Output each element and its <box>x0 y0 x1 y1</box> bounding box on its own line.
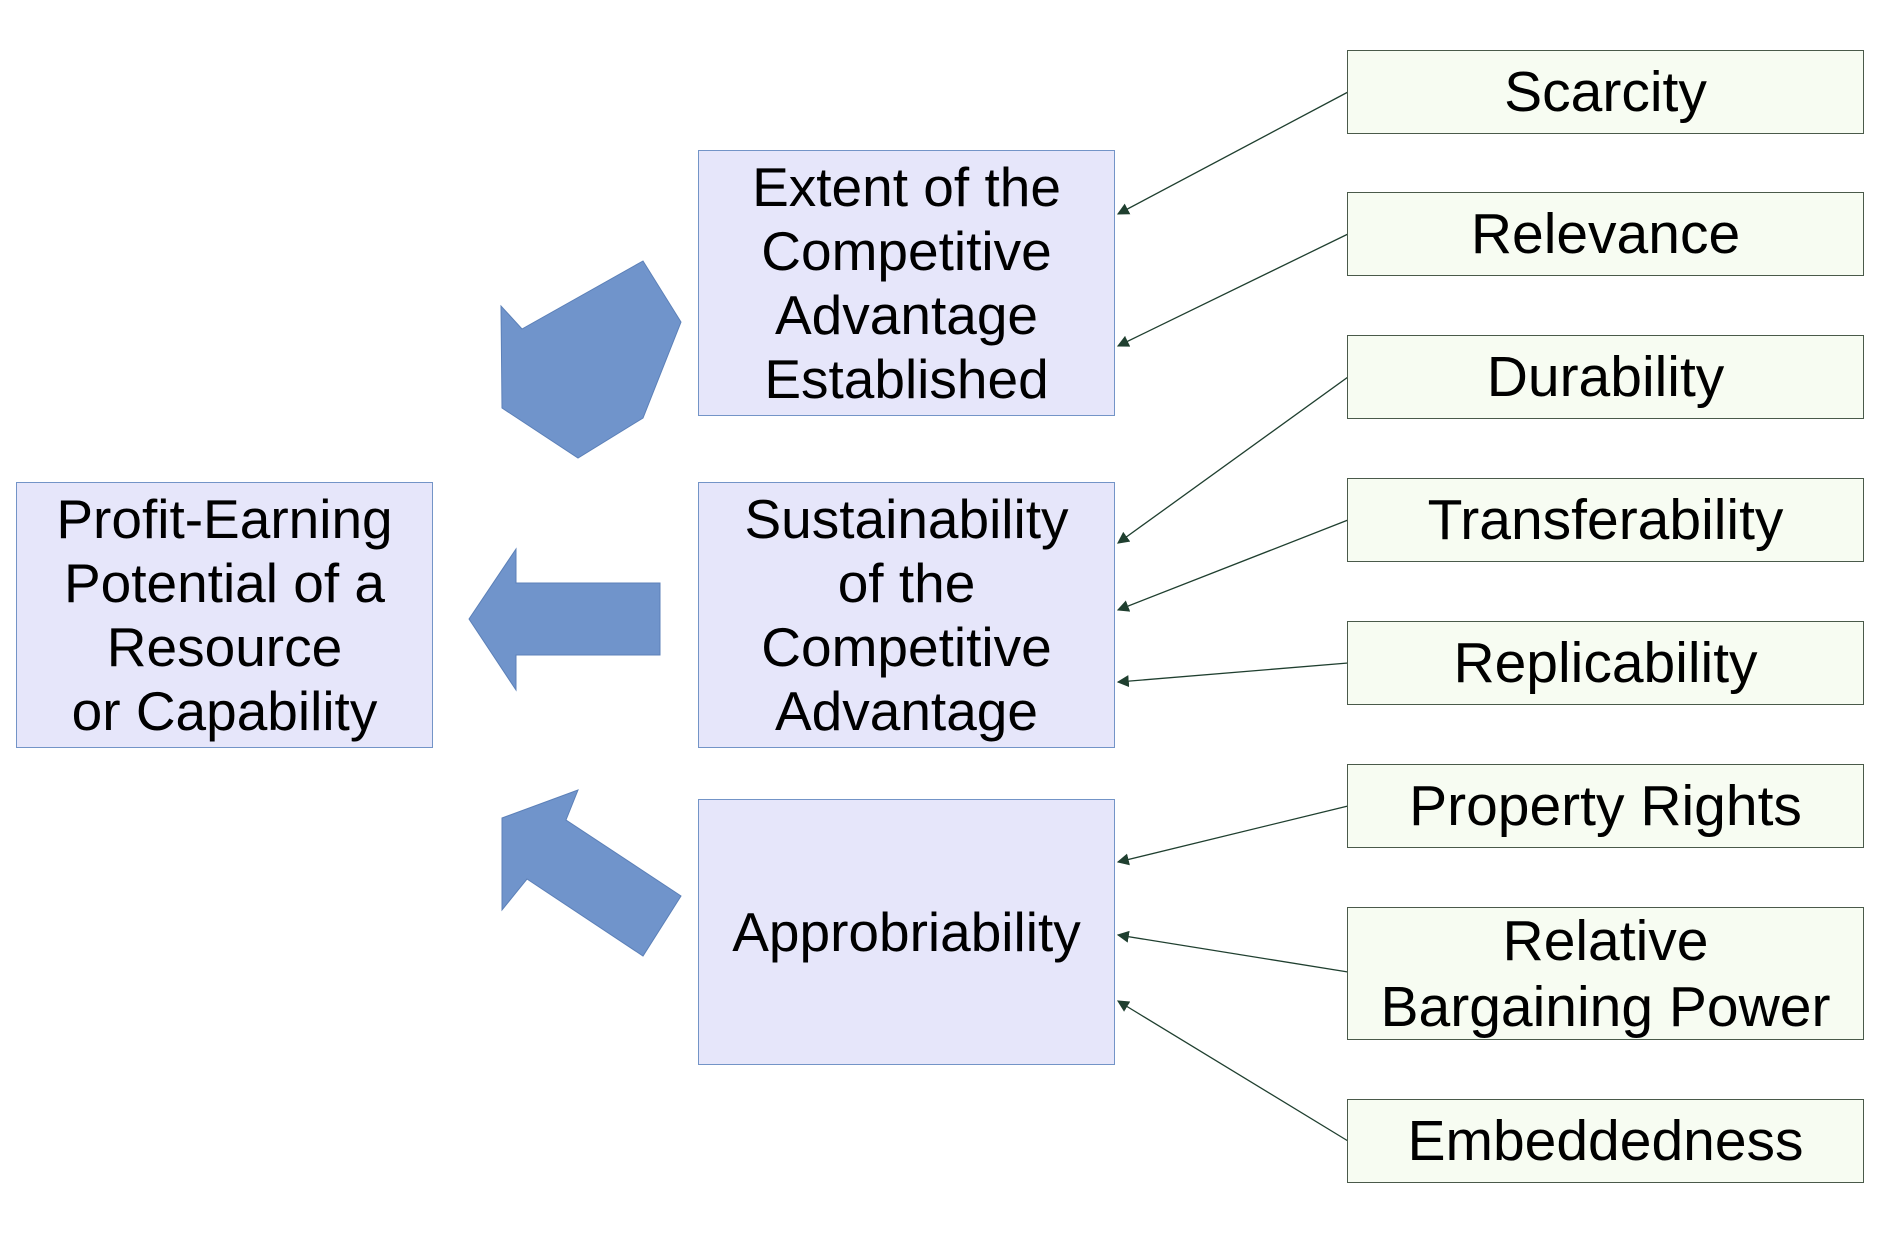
connector-durability <box>1117 376 1349 544</box>
connector-replicability <box>1116 662 1349 688</box>
profit-potential-box: Profit-Earning Potential of a Resource o… <box>16 482 433 748</box>
extent-box: Extent of the Competitive Advantage Esta… <box>698 150 1115 416</box>
factor-box-bargaining-power: Relative Bargaining Power <box>1347 907 1864 1040</box>
connector-embeddedness <box>1116 1000 1349 1142</box>
connector-transferability <box>1116 519 1349 612</box>
sustainability-box: Sustainability of the Competitive Advant… <box>698 482 1115 748</box>
factor-label: Relative Bargaining Power <box>1380 908 1831 1039</box>
factor-label: Durability <box>1486 345 1725 409</box>
block-arrow-middle-icon <box>468 547 661 692</box>
factor-box-embeddedness: Embeddedness <box>1347 1099 1864 1183</box>
factor-box-durability: Durability <box>1347 335 1864 419</box>
block-arrow-upper-icon <box>500 260 682 459</box>
factor-label: Relevance <box>1470 202 1741 266</box>
connector-bargaining-power <box>1116 930 1349 973</box>
factor-label: Replicability <box>1453 631 1758 695</box>
profit-potential-label: Profit-Earning Potential of a Resource o… <box>56 488 393 742</box>
factor-label: Scarcity <box>1504 60 1707 124</box>
factor-box-property-rights: Property Rights <box>1347 764 1864 848</box>
factor-box-transferability: Transferability <box>1347 478 1864 562</box>
connector-scarcity <box>1116 91 1349 215</box>
factor-box-scarcity: Scarcity <box>1347 50 1864 134</box>
factor-label: Transferability <box>1427 488 1784 552</box>
appropriability-box: Approbriability <box>698 799 1115 1065</box>
factor-box-replicability: Replicability <box>1347 621 1864 705</box>
block-arrow-lower-icon <box>501 789 682 957</box>
sustainability-label: Sustainability of the Competitive Advant… <box>744 488 1069 742</box>
factor-label: Property Rights <box>1409 774 1802 838</box>
connector-property-rights <box>1116 805 1349 866</box>
connector-relevance <box>1116 233 1349 347</box>
extent-label: Extent of the Competitive Advantage Esta… <box>752 156 1061 410</box>
factor-box-relevance: Relevance <box>1347 192 1864 276</box>
connectors <box>1116 91 1349 1142</box>
factor-label: Embeddedness <box>1407 1109 1804 1173</box>
appropriability-label: Approbriability <box>732 901 1081 963</box>
